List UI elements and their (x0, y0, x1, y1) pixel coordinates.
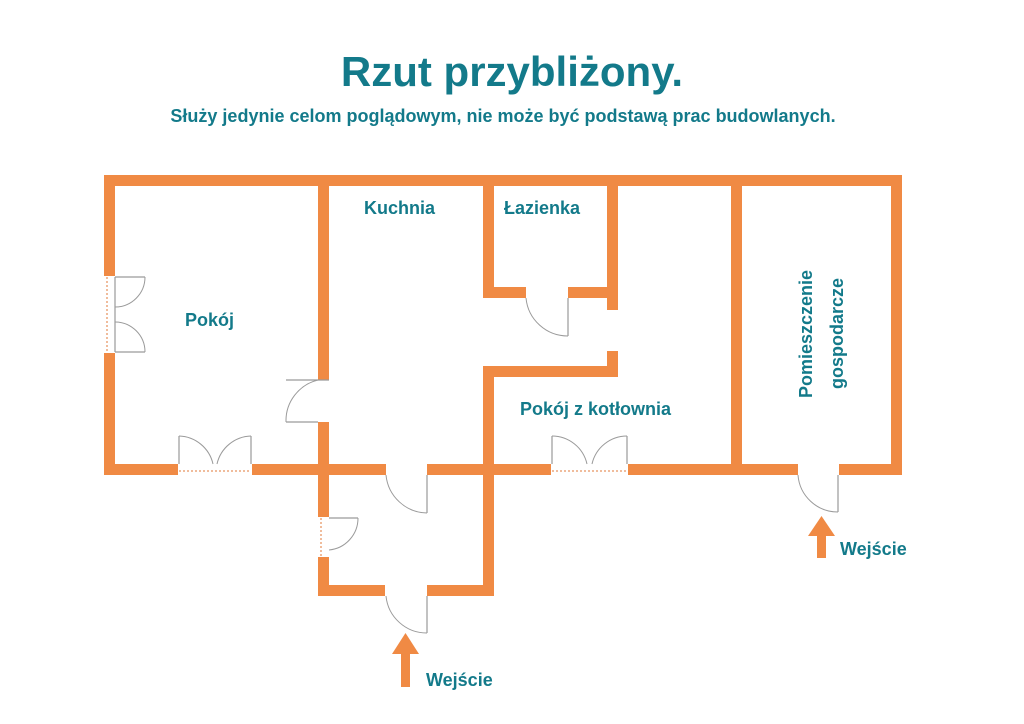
window-vestibule (320, 517, 359, 556)
arrow-up-icon (392, 633, 419, 687)
wall-vestibule-left-lower (318, 557, 329, 596)
wall-bath-right (607, 186, 618, 310)
arrow-up-icon (808, 516, 835, 558)
door-main-entrance (385, 595, 428, 634)
wall-bath-bottom-left (483, 287, 526, 298)
entrance-label-utility: Wejście (840, 539, 907, 559)
door-kitchen-vestibule (385, 474, 428, 514)
room-label-gospodarcze-2: gospodarcze (827, 278, 847, 389)
page-title: Rzut przybliżony. (340, 48, 684, 95)
doors-and-windows (106, 276, 839, 634)
wall-bath-bottom-right (568, 287, 618, 298)
wall-vestibule-left-upper (318, 475, 329, 517)
room-label-lazienka: Łazienka (504, 198, 581, 218)
wall-right (891, 175, 902, 475)
window-kotlownia (551, 435, 628, 472)
wall-bottom-4 (628, 464, 798, 475)
wall-left-upper (104, 175, 115, 276)
wall-left-lower (104, 353, 115, 475)
window-left (106, 276, 146, 353)
entrance-label-main: Wejście (426, 670, 493, 690)
door-pokoj-kuchnia (285, 379, 329, 423)
room-label-kotlownia: Pokój z kotłownia (520, 399, 672, 419)
room-label-kuchnia: Kuchnia (364, 198, 436, 218)
wall-kotlownia-left (483, 366, 494, 596)
page-subtitle: Służy jedynie celom poglądowym, nie może… (170, 106, 836, 126)
wall-top (104, 175, 902, 186)
door-utility (797, 474, 839, 513)
wall-kotlownia-top (483, 366, 618, 377)
room-label-gospodarcze-1: Pomieszczenie (796, 270, 816, 398)
walls (104, 175, 902, 596)
wall-pokoj-kuchnia-lower (318, 422, 329, 475)
door-bathroom (525, 297, 569, 337)
wall-bottom-5 (839, 464, 902, 475)
wall-vestibule-bottom-right (427, 585, 494, 596)
wall-bath-left (483, 186, 494, 298)
wall-vestibule-bottom-left (318, 585, 385, 596)
room-label-pokoj: Pokój (185, 310, 234, 330)
labels: Pokój Kuchnia Łazienka Pokój z kotłownia… (185, 198, 907, 690)
wall-kotlownia-stub (607, 351, 618, 377)
entrance-arrows (392, 516, 835, 687)
window-pokoj-bottom (178, 435, 252, 472)
wall-utility-left (731, 186, 742, 475)
wall-pokoj-kuchnia-upper (318, 175, 329, 380)
wall-bottom-1 (104, 464, 178, 475)
